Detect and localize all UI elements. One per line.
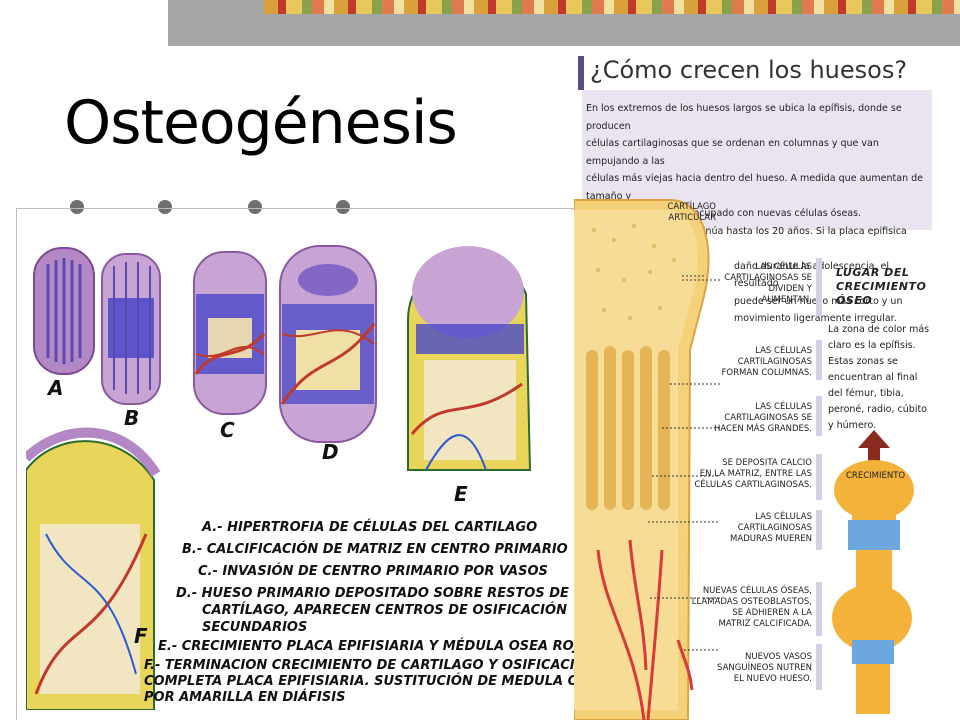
- label-mueren: LAS CÉLULAS CARTILAGINOSAS MADURAS MUERE…: [714, 512, 812, 545]
- stage-letter: D: [322, 440, 339, 464]
- title-accent-bar: [578, 56, 584, 90]
- stage-e-illustration: [407, 246, 532, 471]
- side-title-line: LUGAR DEL: [836, 266, 910, 279]
- caption-line: POR AMARILLA EN DIÁFISIS: [144, 690, 346, 705]
- growth-bone-diagram: [832, 460, 914, 714]
- label-line: LAS CÉLULAS: [755, 346, 812, 356]
- stage-letter: A: [48, 376, 64, 400]
- label-line: LAS CÉLULAS: [755, 262, 812, 272]
- label-columnas: LAS CÉLULAS CARTILAGINOSAS FORMAN COLUMN…: [714, 346, 812, 379]
- caption-line: CARTÍLAGO, APARECEN CENTROS DE OSIFICACI…: [202, 603, 567, 618]
- dot-icon: [248, 200, 262, 214]
- intro-line: En los extremos de los huesos largos se …: [586, 103, 902, 132]
- label-line: CARTILAGINOSAS: [737, 523, 812, 533]
- label-line: SANGUÍNEOS NUTREN: [717, 663, 812, 673]
- divider-line: [16, 208, 581, 209]
- label-line: HACEN MÁS GRANDES.: [714, 424, 813, 434]
- stage-letter: B: [124, 406, 140, 430]
- label-line: CARTILAGINOSAS: [737, 357, 812, 367]
- label-line: LAS CÉLULAS: [755, 512, 812, 522]
- label-dividen: LAS CÉLULAS CARTILAGINOSAS SE DIVIDEN Y …: [714, 262, 812, 306]
- label-line: SE DEPOSITA CALCIO: [722, 458, 812, 468]
- caption-line: C.- INVASIÓN DE CENTRO PRIMARIO POR VASO…: [198, 564, 548, 579]
- label-line: SE ADHIEREN A LA: [732, 608, 812, 618]
- intro-line: movimiento ligeramente irregular.: [734, 313, 897, 324]
- stage-c-illustration: [193, 251, 267, 415]
- caption-line: A.- HIPERTROFIA DE CÉLULAS DEL CARTILAGO: [202, 520, 538, 535]
- label-line: NUEVAS CÉLULAS ÓSEAS,: [702, 586, 812, 596]
- label-grandes: LAS CÉLULAS CARTILAGINOSAS SE HACEN MÁS …: [714, 402, 812, 435]
- intro-line: células cartilaginosas que se ordenan en…: [586, 138, 879, 167]
- caption-line: E.- CRECIMIENTO PLACA EPIFISIARIA Y MÉDU…: [158, 639, 589, 654]
- caption-line: COMPLETA PLACA EPIFISIARIA. SUSTITUCIÓN …: [144, 674, 607, 689]
- label-line: CARTILAGINOSAS SE: [724, 413, 812, 423]
- label-line: EL NUEVO HUESO.: [733, 674, 812, 684]
- slide-title: Osteogénesis: [64, 88, 458, 158]
- intro-line: mueren, el espacio es ocupado con nuevas…: [586, 208, 862, 219]
- stage-letter: E: [454, 482, 468, 506]
- dot-icon: [158, 200, 172, 214]
- label-osteoblastos: NUEVAS CÉLULAS ÓSEAS, LLAMADAS OSTEOBLAS…: [686, 586, 812, 630]
- label-line: EN LA MATRIZ, ENTRE LAS: [699, 469, 812, 479]
- label-line: AUMENTAN.: [761, 295, 812, 305]
- stage-d-illustration: [279, 245, 377, 443]
- side-title: LUGAR DEL CRECIMIENTO ÓSEO: [836, 266, 926, 308]
- dot-icon: [336, 200, 350, 214]
- intro-line: daño durante la adolescencia, el resulta…: [734, 260, 889, 290]
- label-line: NUEVOS VASOS: [745, 652, 812, 662]
- crecimiento-label: CRECIMIENTO: [846, 471, 906, 481]
- label-line: MATRIZ CALCIFICADA.: [718, 619, 812, 629]
- label-line: CÉLULAS CARTILAGINOSAS.: [694, 480, 812, 490]
- side-title-line: CRECIMIENTO: [836, 280, 927, 293]
- label-line: CARTÍLAGO: [667, 202, 716, 212]
- label-vasos: NUEVOS VASOS SANGUÍNEOS NUTREN EL NUEVO …: [704, 652, 812, 685]
- caption-line: B.- CALCIFICACIÓN DE MATRIZ EN CENTRO PR…: [182, 542, 568, 557]
- bone-growth-infographic: ¿Cómo crecen los huesos? En los extremos…: [574, 50, 960, 720]
- ossification-stages-figure: A B C D E F A.- HIPERTROFIA DE CÉLULAS D…: [22, 234, 607, 711]
- side-text: La zona de color más claro es la epífisi…: [828, 324, 930, 431]
- intro-line: células más viejas hacia dentro del hues…: [586, 173, 923, 202]
- dot-icon: [70, 200, 84, 214]
- side-title-line: ÓSEO: [836, 294, 873, 307]
- label-line: LAS CÉLULAS: [755, 402, 812, 412]
- cartilago-label: CARTÍLAGO ARTICULAR: [650, 202, 716, 224]
- stage-letter: C: [220, 418, 235, 442]
- header-pattern-strip: [264, 0, 960, 14]
- stage-f-illustration: [22, 427, 161, 711]
- bone-stages-illustration: [22, 245, 532, 711]
- bone-cross-section-illustration: [574, 199, 914, 720]
- stage-letter: F: [134, 624, 148, 648]
- stage-b-illustration: [101, 253, 161, 405]
- label-line: FORMAN COLUMNAS.: [721, 368, 812, 378]
- label-line: ARTICULAR: [668, 213, 716, 223]
- label-line: LLAMADAS OSTEOBLASTOS,: [691, 597, 812, 607]
- stage-a-illustration: [33, 247, 95, 375]
- caption-line: SECUNDARIOS: [202, 620, 308, 635]
- caption-line: D.- HUESO PRIMARIO DEPOSITADO SOBRE REST…: [176, 586, 569, 601]
- divider-line: [16, 208, 17, 720]
- label-line: CARTILAGINOSAS SE: [724, 273, 812, 283]
- caption-line: F.- TERMINACION CRECIMIENTO DE CARTILAGO…: [144, 658, 597, 673]
- label-calcio: SE DEPOSITA CALCIO EN LA MATRIZ, ENTRE L…: [686, 458, 812, 491]
- infographic-title: ¿Cómo crecen los huesos?: [590, 56, 908, 84]
- label-line: MADURAS MUEREN: [730, 534, 812, 544]
- label-line: DIVIDEN Y: [768, 284, 812, 294]
